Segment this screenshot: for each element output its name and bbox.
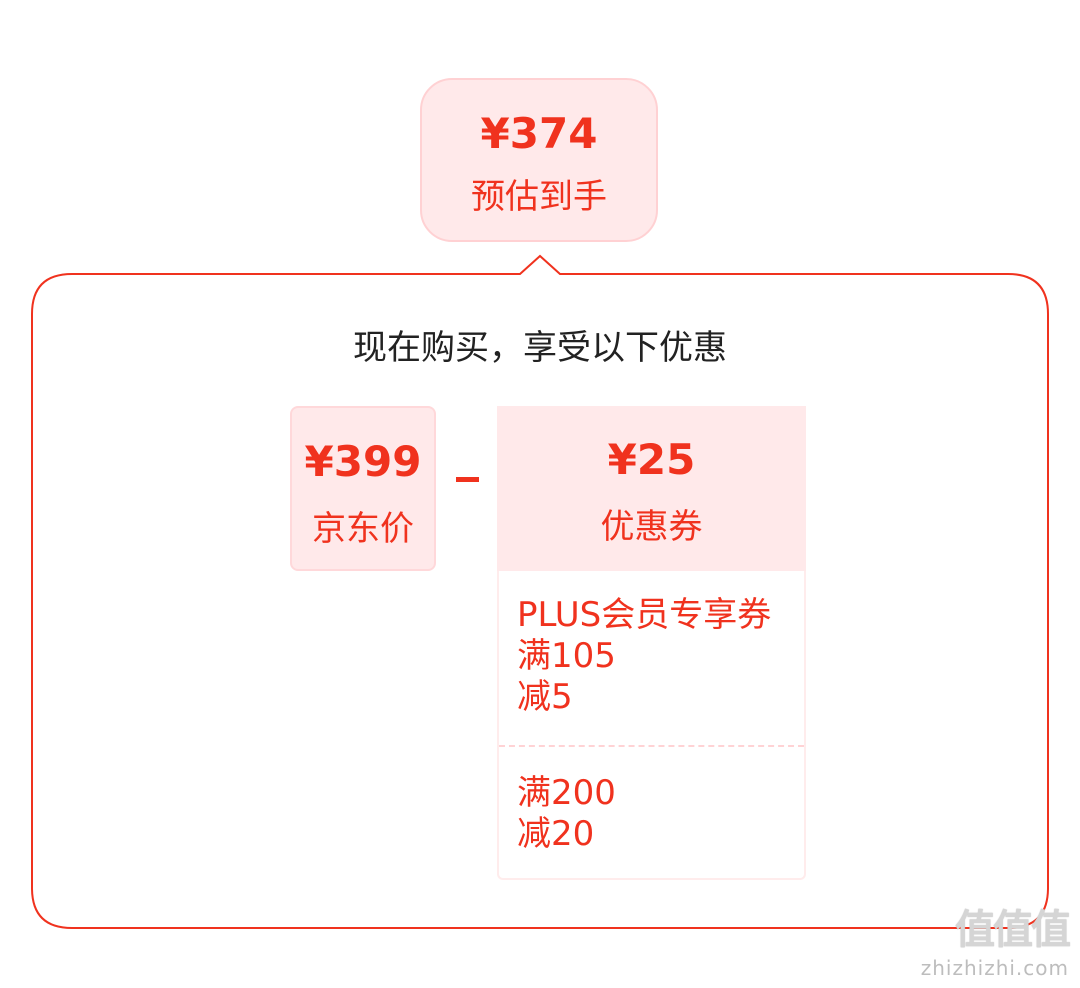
watermark-url: zhizhizhi.com <box>920 956 1069 980</box>
coupon-item-discount: 减20 <box>517 814 595 854</box>
minus-operator <box>456 477 479 482</box>
watermark-logo: 值值值 <box>955 907 1071 953</box>
coupon-item-discount: 减5 <box>517 677 573 717</box>
jd-price-value: ¥399 <box>304 437 422 486</box>
estimated-price-label: 预估到手 <box>471 177 607 217</box>
estimated-price-value: ¥374 <box>480 109 598 158</box>
coupon-list: PLUS会员专享券 满105 减5 满200 减20 <box>497 571 806 880</box>
coupon-total-value: ¥25 <box>607 435 696 484</box>
watermark: 值值值 zhizhizhi.com <box>921 900 1075 988</box>
coupon-header: ¥25 优惠券 <box>497 406 806 571</box>
coupon-divider <box>499 745 804 747</box>
jd-price-label: 京东价 <box>312 509 414 549</box>
offer-frame-outline <box>31 254 1049 929</box>
coupon-item-full-reduction: 满200 减20 <box>517 773 800 855</box>
offer-title: 现在购买，享受以下优惠 <box>353 328 727 368</box>
coupon-label: 优惠券 <box>600 507 703 547</box>
estimated-price-card: ¥374 预估到手 <box>420 78 658 242</box>
coupon-item-threshold: 满105 <box>517 636 616 676</box>
jd-price-box: ¥399 京东价 <box>290 406 436 571</box>
coupon-item-title: PLUS会员专享券 <box>517 595 772 635</box>
coupon-item-plus: PLUS会员专享券 满105 减5 <box>517 595 800 718</box>
coupon-item-threshold: 满200 <box>517 773 616 813</box>
